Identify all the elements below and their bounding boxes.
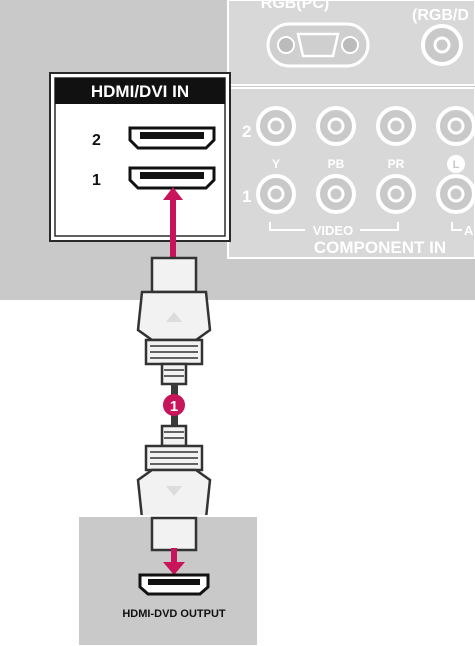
- row-2-label: 2: [242, 122, 251, 141]
- hdmi-box-title: HDMI/DVI IN: [91, 82, 189, 101]
- rgb-pc-label: RGB(PC): [261, 0, 329, 12]
- hdmi-output-port-icon: [138, 573, 210, 596]
- arrow-down-icon: [163, 548, 185, 575]
- step-badge-number: 1: [170, 398, 178, 415]
- l-badge: [447, 155, 465, 173]
- jack-label-l: L: [453, 159, 460, 171]
- component-jacks-row-2: [256, 106, 475, 146]
- hdmi-port-2-label: 2: [92, 132, 101, 149]
- hdmi-plug-upper: [136, 256, 212, 386]
- step-badge: [163, 394, 185, 416]
- hdmi-dvd-output-label: HDMI-DVD OUTPUT: [122, 608, 226, 620]
- hdmi-port-1-icon[interactable]: [128, 166, 216, 190]
- hdmi-input-box: [49, 72, 231, 242]
- hdmi-port-2-icon[interactable]: [128, 126, 216, 150]
- hdmi-plug-lower-tip: [150, 516, 198, 552]
- row-1-label: 1: [242, 187, 251, 206]
- audio-label-fragment: A: [464, 223, 474, 238]
- video-label: VIDEO: [313, 223, 353, 238]
- triangle-up-icon: [166, 312, 182, 322]
- jack-label-y: Y: [272, 157, 280, 171]
- rgb-jack-icon: [421, 24, 463, 66]
- vga-port-icon: [266, 22, 370, 68]
- component-jacks-row-1: [256, 174, 475, 214]
- component-in-label: COMPONENT IN: [314, 238, 446, 257]
- jack-label-pr: PR: [388, 157, 405, 171]
- hdmi-port-1-label: 1: [92, 172, 101, 189]
- arrow-up-icon: [163, 187, 183, 260]
- triangle-down-icon: [166, 486, 182, 496]
- video-bracket: [269, 222, 462, 231]
- rgb-dvi-label: (RGB/D: [412, 7, 469, 24]
- jack-label-pb: PB: [328, 157, 345, 171]
